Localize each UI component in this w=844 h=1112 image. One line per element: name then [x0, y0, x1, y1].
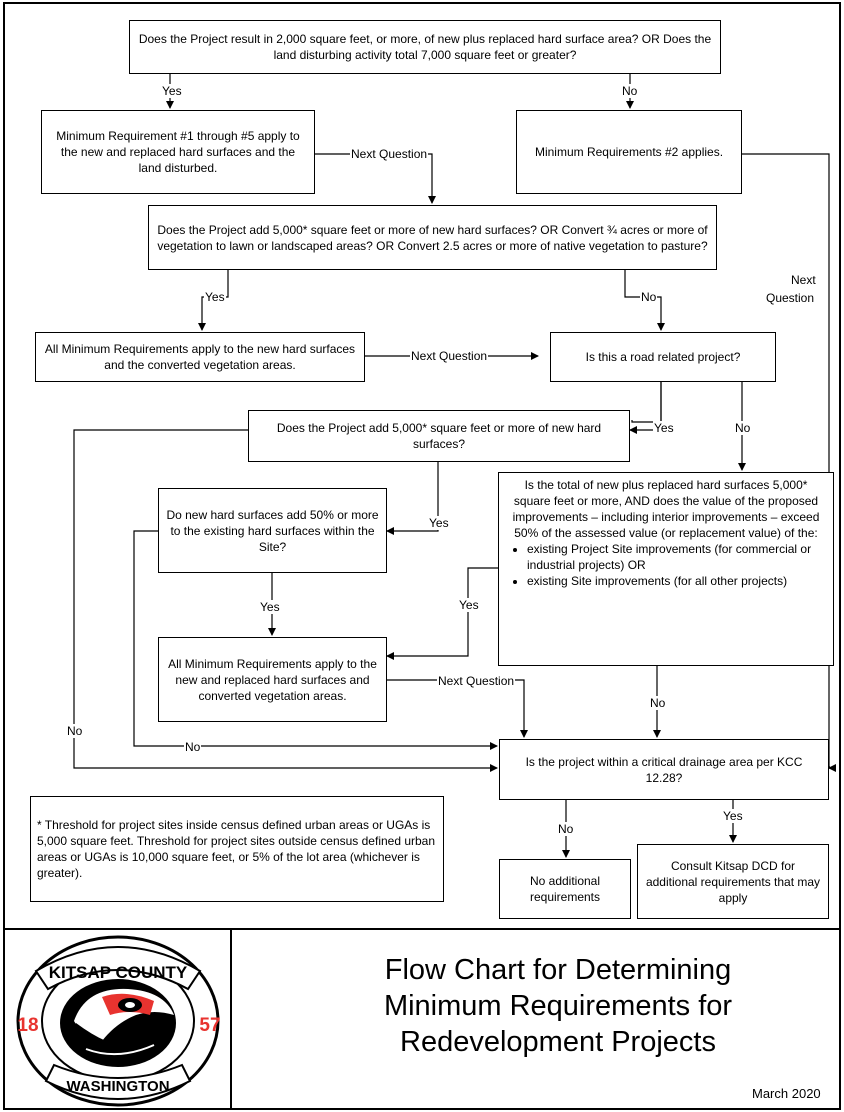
title-line-3: Redevelopment Projects — [400, 1026, 716, 1058]
logo-bottom-text: WASHINGTON — [66, 1078, 169, 1095]
mr1-to-5-box: Minimum Requirement #1 through #5 apply … — [41, 110, 315, 194]
critical-box: Is the project within a critical drainag… — [499, 739, 829, 800]
label-50pct-yes: Yes — [259, 600, 281, 614]
no-additional-box: No additional requirements — [499, 859, 631, 919]
label-add5000-yes: Yes — [428, 516, 450, 530]
logo-cell-border — [3, 928, 232, 1110]
label-road-yes: Yes — [653, 421, 675, 435]
eagle-icon — [60, 979, 176, 1067]
label-q1-yes: Yes — [161, 84, 183, 98]
footnote-box: * Threshold for project sites inside cen… — [30, 796, 444, 902]
q1-box: Does the Project result in 2,000 square … — [129, 20, 721, 74]
all-mr-new-box: All Minimum Requirements apply to the ne… — [35, 332, 365, 382]
road-box: Is this a road related project? — [550, 332, 776, 382]
label-q2-no: No — [640, 290, 658, 304]
label-q1-no: No — [621, 84, 639, 98]
logo-year-right: 57 — [199, 1015, 220, 1036]
logo-top-text: KITSAP COUNTY — [49, 963, 188, 982]
label-replaced-next-question: Next Question — [437, 674, 516, 688]
label-50pct-no: No — [184, 740, 202, 754]
q-total-bullets: existing Project Site improvements (for … — [505, 541, 827, 589]
label-all-mr-next-question: Next Question — [410, 349, 489, 363]
q-total-bullet-2: existing Site improvements (for all othe… — [527, 573, 827, 589]
title-line-1: Flow Chart for Determining — [384, 954, 732, 986]
label-road-no: No — [734, 421, 752, 435]
q-50pct-box: Do new hard surfaces add 50% or more to … — [158, 488, 387, 573]
q-total-bullet-1: existing Project Site improvements (for … — [527, 541, 827, 573]
all-mr-replaced-box: All Minimum Requirements apply to the ne… — [158, 637, 387, 722]
label-critical-yes: Yes — [722, 809, 744, 823]
logo-year-left: 18 — [17, 1015, 38, 1036]
date-label: March 2020 — [752, 1086, 821, 1101]
q-add5000-box: Does the Project add 5,000* square feet … — [248, 410, 630, 462]
consult-box: Consult Kitsap DCD for additional requir… — [637, 844, 829, 919]
label-total-no: No — [649, 696, 667, 710]
label-total-yes: Yes — [458, 598, 480, 612]
mr2-box: Minimum Requirements #2 applies. — [516, 110, 742, 194]
label-mr1-next-question: Next Question — [350, 147, 429, 161]
label-mr2-question: Question — [765, 291, 816, 305]
q-total-box: Is the total of new plus replaced hard s… — [498, 472, 834, 666]
q2-box: Does the Project add 5,000* square feet … — [148, 205, 717, 270]
chart-title: Flow Chart for Determining Minimum Requi… — [318, 952, 798, 1060]
label-add5000-no: No — [66, 724, 84, 738]
kitsap-county-logo: KITSAP COUNTY WASHINGTON 18 57 — [16, 935, 221, 1107]
label-mr2-next: Next — [790, 273, 817, 287]
q-total-intro: Is the total of new plus replaced hard s… — [512, 478, 820, 540]
label-q2-yes: Yes — [204, 290, 226, 304]
title-line-2: Minimum Requirements for — [383, 990, 733, 1022]
label-critical-no: No — [557, 822, 575, 836]
